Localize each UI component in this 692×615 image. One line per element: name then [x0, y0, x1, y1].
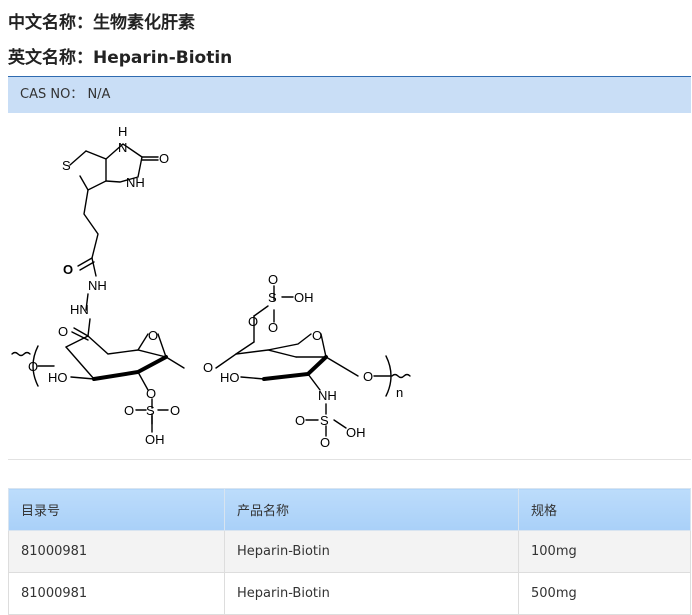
chemical-structure-svg: H N O S NH O NH HN O O HO O O S O O OH O…: [11, 124, 411, 450]
biotin-sulfur: S: [62, 158, 71, 173]
table-row: 81000981 Heparin-Biotin 100mg: [8, 530, 691, 573]
table-header-row: 目录号 产品名称 规格: [8, 488, 691, 531]
chinese-name-label: 中文名称：: [8, 13, 93, 33]
header-specification: 规格: [518, 488, 691, 531]
uronic-carbonyl-o: O: [58, 324, 68, 339]
hydrazide-nh: NH: [88, 278, 107, 293]
header-product-name: 产品名称: [224, 488, 519, 531]
cell-product-name: Heparin-Biotin: [224, 530, 519, 573]
ring2-nh: NH: [318, 388, 337, 403]
ring1-sulfo-o-right: O: [170, 403, 180, 418]
glycosidic-oxygen: O: [203, 360, 213, 375]
ring1-hydroxyl: HO: [48, 370, 68, 385]
cell-product-name: Heparin-Biotin: [224, 572, 519, 615]
cell-catalog-number: 81000981: [8, 572, 225, 615]
ring2-ns-s: S: [320, 413, 329, 428]
ring2-sulfo-link-o: O: [248, 314, 258, 329]
repeat-unit-n: n: [396, 385, 403, 400]
left-link-oxygen: O: [28, 359, 38, 374]
product-table: 目录号 产品名称 规格 81000981 Heparin-Biotin 100m…: [8, 488, 691, 615]
english-name-value: Heparin-Biotin: [93, 48, 233, 68]
ring2-sulfo-o-top: O: [268, 272, 278, 287]
ring2-ns-oh: OH: [346, 425, 366, 440]
biotin-nh-top-h: H: [118, 124, 127, 139]
ring2-ns-o-bottom: O: [320, 435, 330, 450]
ring1-sulfo-o-left: O: [124, 403, 134, 418]
english-name-line: 英文名称：Heparin-Biotin: [8, 43, 232, 68]
cell-specification: 500mg: [518, 572, 691, 615]
chemical-structure-figure: H N O S NH O NH HN O O HO O O S O O OH O…: [8, 114, 691, 460]
ring2-oxygen: O: [312, 328, 322, 343]
header-catalog-number: 目录号: [8, 488, 225, 531]
biotin-nh-top-n: N: [118, 140, 127, 155]
cas-value: N/A: [87, 87, 111, 102]
ring2-sulfo-o-bottom: O: [268, 320, 278, 335]
ring1-oxygen: O: [148, 328, 158, 343]
ring2-ns-o-left: O: [295, 413, 305, 428]
ring1-sulfo-link-o: O: [146, 386, 156, 401]
chinese-name-line: 中文名称：生物素化肝素: [8, 8, 195, 33]
biotin-carbonyl-o: O: [159, 151, 169, 166]
ring2-sulfo-s: S: [268, 290, 277, 305]
cell-specification: 100mg: [518, 530, 691, 573]
hydrazide-hn: HN: [70, 302, 89, 317]
cas-label: CAS NO：: [20, 87, 84, 102]
cas-number-bar: CAS NO： N/A: [8, 76, 691, 113]
hydrazide-carbonyl-o: O: [63, 262, 73, 277]
ring1-sulfo-s: S: [146, 403, 155, 418]
biotin-nh-bottom: NH: [126, 175, 145, 190]
chinese-name-value: 生物素化肝素: [93, 13, 195, 33]
ring2-sulfo-oh: OH: [294, 290, 314, 305]
english-name-label: 英文名称：: [8, 48, 93, 68]
right-link-oxygen: O: [363, 369, 373, 384]
table-row: 81000981 Heparin-Biotin 500mg: [8, 572, 691, 615]
ring2-hydroxyl: HO: [220, 370, 240, 385]
ring1-sulfo-oh: OH: [145, 432, 165, 447]
cell-catalog-number: 81000981: [8, 530, 225, 573]
